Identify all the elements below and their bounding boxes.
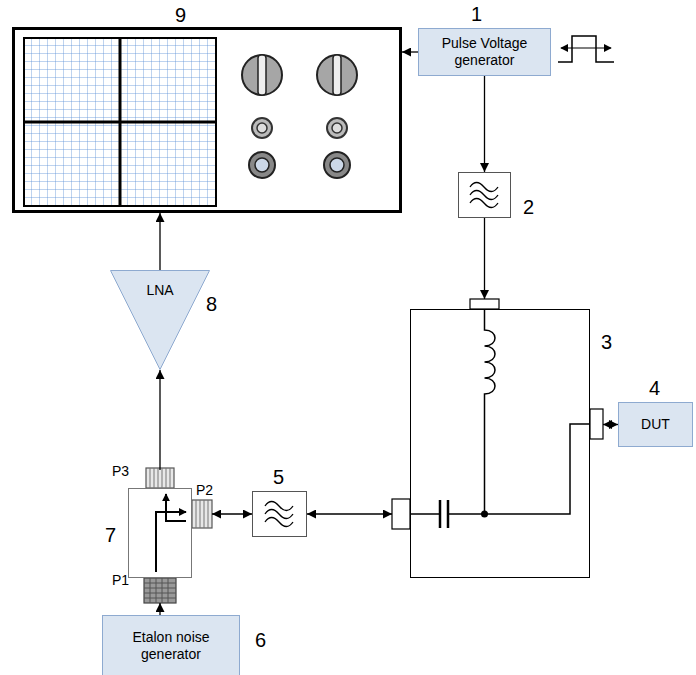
bias-tee-circuit xyxy=(392,299,603,529)
oscilloscope-knobs xyxy=(242,55,357,178)
amplifier-shape xyxy=(111,271,210,370)
connector-arrow xyxy=(603,424,618,425)
callout-number: 3 xyxy=(601,330,612,354)
generator-box: Etalon noise generator6 xyxy=(102,615,240,675)
circulator-body: 7 xyxy=(128,488,192,578)
port-label: P1 xyxy=(112,572,129,588)
generator-box: Pulse Voltage generator1 xyxy=(418,28,551,76)
filter-symbol xyxy=(470,183,498,208)
connector-arrow xyxy=(484,218,485,299)
dut-box: DUT4 xyxy=(618,402,693,447)
port-label: P2 xyxy=(196,482,213,498)
port-label: P3 xyxy=(112,463,129,479)
node-text: Etalon noise generator xyxy=(103,629,239,663)
callout-number: 6 xyxy=(255,628,266,652)
connector-arrow xyxy=(159,370,160,470)
callout-number: 1 xyxy=(471,2,482,26)
callout-number: 4 xyxy=(649,376,660,400)
connector-arrow xyxy=(484,76,485,172)
amplifier-triangle: LNA8 xyxy=(110,270,210,370)
node-text: Pulse Voltage generator xyxy=(419,35,550,69)
connector-arrow xyxy=(402,51,418,52)
connector-arrow xyxy=(159,213,160,270)
filter-symbol xyxy=(265,502,293,527)
oscilloscope-screen xyxy=(24,38,216,206)
callout-number: 8 xyxy=(206,292,217,316)
callout-number: 9 xyxy=(175,3,186,27)
filter-box: 5 xyxy=(252,491,307,537)
connector-arrow xyxy=(212,513,252,514)
callout-number: 2 xyxy=(523,195,534,219)
callout-number: 5 xyxy=(273,465,284,489)
callout-number: 7 xyxy=(105,523,116,547)
node-text: DUT xyxy=(635,416,676,433)
node-text: LNA xyxy=(140,282,179,299)
pulse-symbol xyxy=(558,36,614,62)
connector-arrow xyxy=(307,513,392,514)
bias-tee-box: 3 xyxy=(410,309,590,578)
connector-arrow xyxy=(159,603,160,615)
oscilloscope: 9 xyxy=(12,27,402,213)
filter-box: 2 xyxy=(458,172,511,218)
